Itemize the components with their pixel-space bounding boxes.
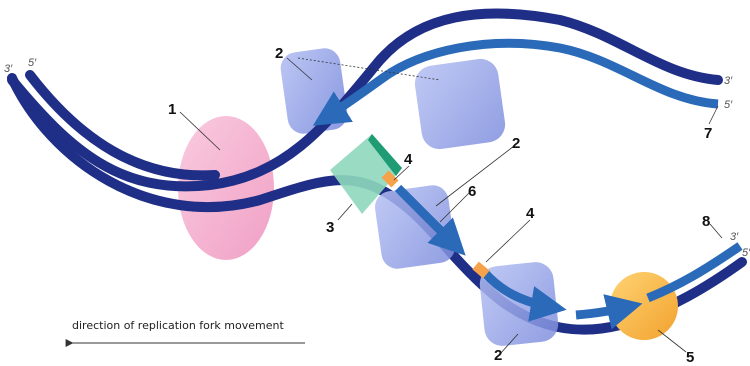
end-right-top-3: 3′ [724, 75, 733, 87]
label-helicase: 1 [168, 101, 176, 118]
label-protein-mid: 2 [512, 135, 520, 152]
label-primer-b: 4 [526, 205, 535, 222]
fork-direction-caption: direction of replication fork movement [72, 319, 284, 332]
label-primer-a: 4 [404, 151, 413, 168]
label-lagging-strand: 6 [468, 183, 476, 200]
label-okazaki-fragment: 8 [702, 213, 710, 230]
label-primase: 3 [326, 219, 334, 236]
end-left-top-5: 5′ [28, 57, 37, 69]
label-protein-top: 2 [275, 45, 283, 62]
label-protein-bottom: 2 [494, 347, 502, 364]
end-left-top-3: 3′ [4, 63, 13, 75]
label-ligase: 5 [686, 349, 694, 366]
protein-top-right [413, 57, 508, 152]
end-right-bottom-5: 5′ [742, 247, 750, 259]
end-right-bottom-3: 3′ [730, 231, 739, 243]
protein-middle [373, 183, 457, 271]
label-leading-strand: 7 [704, 125, 712, 142]
end-right-top-5: 5′ [724, 99, 733, 111]
